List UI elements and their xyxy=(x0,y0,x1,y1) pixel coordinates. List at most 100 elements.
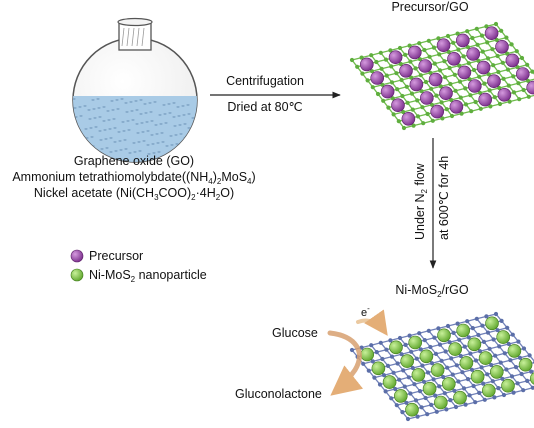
sheet-particle xyxy=(455,33,470,48)
lattice-atom xyxy=(438,84,443,89)
solution-particle xyxy=(153,101,157,103)
solution-particle xyxy=(156,142,160,144)
lattice-atom xyxy=(429,402,434,407)
legend-precursor-label: Precursor xyxy=(89,249,143,263)
lattice-atom xyxy=(462,344,467,349)
lattice-atom xyxy=(521,87,526,93)
solution-particle xyxy=(175,143,179,145)
lattice-atom xyxy=(380,82,385,87)
lattice-atom xyxy=(389,354,395,359)
solution-particle xyxy=(136,132,140,134)
lattice-atom xyxy=(437,384,442,389)
lattice-atom xyxy=(405,416,411,422)
lattice-atom xyxy=(474,26,479,31)
lattice-atom xyxy=(398,61,403,67)
lattice-atom xyxy=(390,96,395,101)
solution-particle xyxy=(91,99,95,101)
sheet-particle xyxy=(497,88,512,102)
lattice-atom xyxy=(379,66,384,71)
sheet-particle xyxy=(437,328,451,343)
solution-particle xyxy=(139,99,143,101)
sheet-particle xyxy=(518,357,533,372)
lattice-atom xyxy=(497,344,502,349)
solution-particle xyxy=(143,103,147,105)
lattice-atom xyxy=(484,24,489,29)
lattice-atom xyxy=(465,377,471,382)
lattice-atom xyxy=(413,398,419,403)
lattice-atom xyxy=(491,63,496,68)
lattice-atom xyxy=(504,35,509,40)
lattice-atom xyxy=(410,365,415,371)
glucose-label: Glucose xyxy=(272,326,318,340)
lattice-atom xyxy=(445,365,450,370)
solution-particle xyxy=(189,145,193,147)
lattice-atom xyxy=(452,388,457,393)
solution-particle xyxy=(99,139,103,141)
solution-particle xyxy=(109,151,113,153)
lattice-atom xyxy=(470,35,475,41)
solution-particle xyxy=(96,98,100,100)
solution-particle xyxy=(150,120,154,122)
sheet-particle xyxy=(430,363,445,377)
lattice-atom xyxy=(420,105,425,110)
lattice-atom xyxy=(397,335,403,341)
lattice-atom xyxy=(417,57,423,62)
sheet-particle xyxy=(371,361,386,376)
sheet-particle xyxy=(478,92,493,107)
sheet-particle xyxy=(436,38,451,53)
lattice-atom xyxy=(442,391,447,396)
lattice-atom xyxy=(445,323,451,329)
lattice-atom xyxy=(409,91,415,96)
sheet-particle xyxy=(439,86,453,100)
lattice-atom xyxy=(378,50,383,55)
solution-particle xyxy=(161,141,165,143)
solution-particle xyxy=(146,130,150,132)
solution-particle xyxy=(160,132,164,134)
lattice-atom xyxy=(431,45,437,50)
solution-particle xyxy=(187,127,191,129)
lattice-atom xyxy=(468,93,473,98)
ni-mos2-rgo-title: Ni-MoS2/rGO xyxy=(395,283,468,299)
lattice-atom xyxy=(482,81,487,86)
solution-particle xyxy=(169,135,173,137)
lattice-atom xyxy=(458,353,463,359)
lattice-atom xyxy=(444,407,449,412)
solution-particle xyxy=(141,131,145,133)
lattice-atom xyxy=(506,83,511,88)
lattice-atom xyxy=(423,395,428,401)
solution-particle xyxy=(129,101,133,103)
sheet-particle xyxy=(430,104,445,119)
solution-particle xyxy=(115,99,119,101)
solution-particle xyxy=(100,148,104,150)
lattice-atom xyxy=(415,114,421,119)
lattice-atom xyxy=(485,330,491,335)
solution-particle xyxy=(87,109,91,111)
lattice-atom xyxy=(481,381,486,386)
lattice-atom xyxy=(463,102,469,107)
lattice-atom xyxy=(471,67,477,73)
lattice-atom xyxy=(403,52,408,57)
lattice-atom xyxy=(425,412,430,417)
lattice-atom xyxy=(426,328,431,333)
lattice-atom xyxy=(508,358,513,363)
solution-particle xyxy=(131,119,135,121)
glass-hatch xyxy=(131,27,135,47)
lattice-atom xyxy=(455,321,460,326)
lattice-atom xyxy=(502,351,507,356)
sheet-particle xyxy=(409,77,424,92)
lattice-atom xyxy=(487,346,492,351)
lattice-atom xyxy=(401,125,407,131)
solution-particle xyxy=(88,118,92,120)
solution-particle xyxy=(122,130,126,132)
lattice-atom xyxy=(454,363,459,368)
lattice-atom xyxy=(365,78,370,83)
solution-particle xyxy=(188,136,192,138)
lattice-atom xyxy=(505,67,511,72)
step1-label-centrifugation: Centrifugation xyxy=(226,74,304,88)
lattice-atom xyxy=(380,356,385,362)
lattice-atom xyxy=(349,57,355,63)
lattice-atom xyxy=(449,97,454,103)
lattice-atom xyxy=(479,365,484,370)
lattice-atom xyxy=(396,119,401,124)
lattice-atom xyxy=(515,381,520,386)
